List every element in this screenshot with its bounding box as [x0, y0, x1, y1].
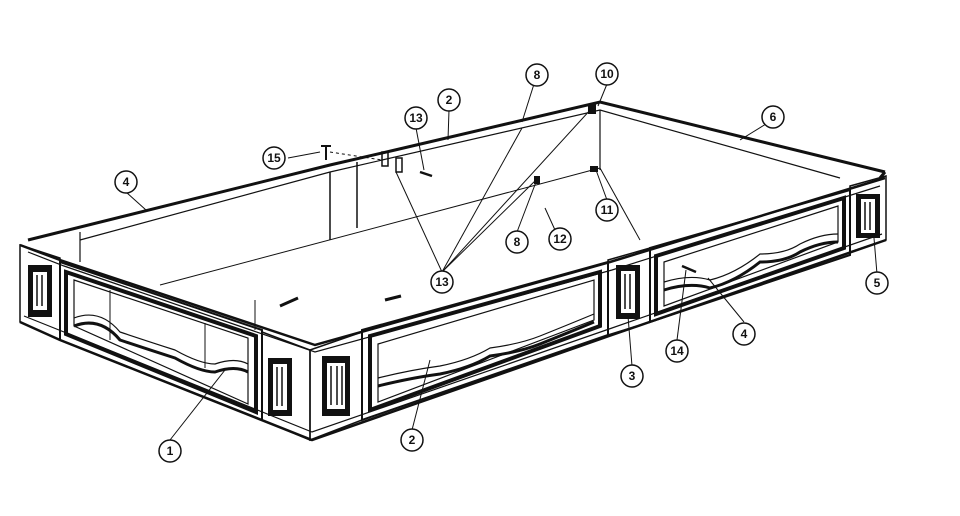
svg-text:2: 2 [409, 433, 416, 447]
svg-text:1: 1 [167, 444, 174, 458]
callout-12: 12 [548, 227, 572, 251]
callout-6: 6 [761, 105, 785, 129]
svg-text:13: 13 [435, 275, 449, 289]
svg-text:15: 15 [267, 151, 281, 165]
callout-15: 15 [262, 146, 286, 170]
callout-8-bottom: 8 [505, 230, 529, 254]
callout-13-bottom: 13 [430, 270, 454, 294]
callout-5: 5 [865, 271, 889, 295]
svg-text:13: 13 [409, 111, 423, 125]
callout-2-front-panel: 2 [400, 428, 424, 452]
bracket-icon [381, 151, 403, 173]
svg-text:14: 14 [670, 344, 684, 358]
leader-lines [125, 83, 878, 441]
svg-text:4: 4 [741, 327, 748, 341]
callout-2-back-panel: 2 [437, 88, 461, 112]
svg-text:8: 8 [514, 235, 521, 249]
callout-4-right: 4 [732, 322, 756, 346]
svg-text:11: 11 [601, 203, 614, 217]
screw-icon [419, 170, 433, 178]
callout-14: 14 [665, 339, 689, 363]
svg-text:10: 10 [600, 67, 614, 81]
svg-text:8: 8 [534, 68, 541, 82]
svg-text:6: 6 [770, 110, 777, 124]
callout-4-left: 4 [114, 170, 138, 194]
screw-icon [321, 145, 331, 160]
svg-text:5: 5 [874, 276, 881, 290]
callout-8-top: 8 [525, 63, 549, 87]
frame-structure [19, 100, 887, 442]
svg-text:2: 2 [446, 93, 453, 107]
callout-3: 3 [620, 364, 644, 388]
svg-text:4: 4 [123, 175, 130, 189]
screw-icon [279, 296, 299, 308]
svg-text:12: 12 [553, 232, 567, 246]
callout-1: 1 [158, 439, 182, 463]
screw-icon [681, 264, 697, 274]
callout-13-top: 13 [404, 106, 428, 130]
callout-11: 11 [595, 198, 619, 222]
screw-icon [384, 294, 402, 302]
callout-10: 10 [595, 62, 619, 86]
bracket-icon [534, 104, 598, 184]
svg-text:3: 3 [629, 369, 636, 383]
